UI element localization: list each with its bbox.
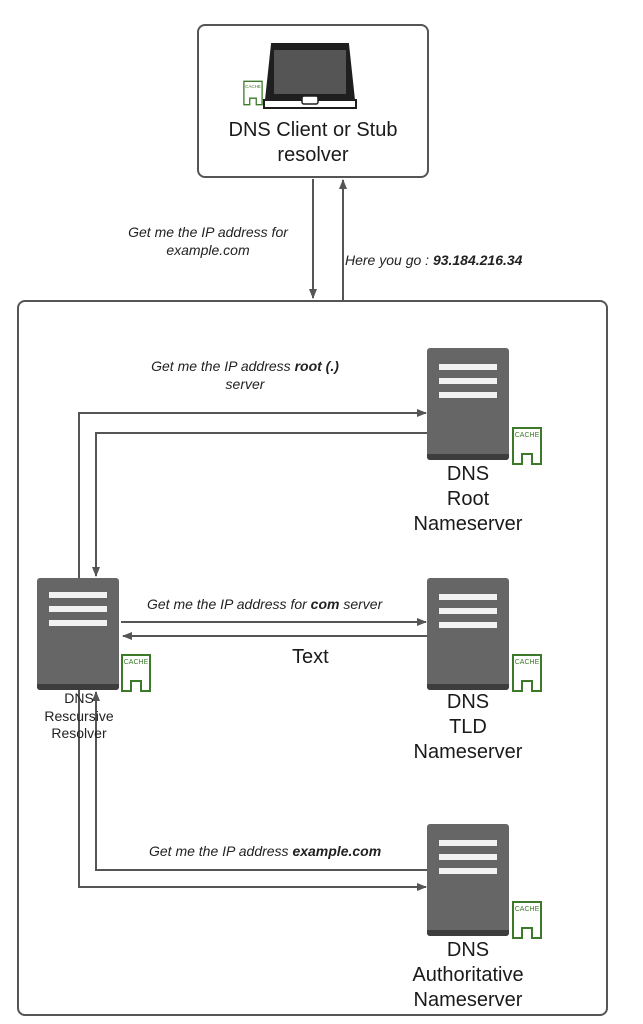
root-cache-icon: CACHE [512,427,542,465]
client-request-line1: Get me the IP address for [128,224,288,240]
root-query-text: Get me the IP address root (.) server [120,358,370,393]
root-label-line1: DNS [446,463,490,485]
tld-query-bold: com [310,596,340,612]
resolver-server-icon [37,578,119,690]
root-label-line2: Root [446,488,490,510]
tld-cache-icon: CACHE [512,654,542,692]
auth-query-text: Get me the IP address example.com [149,843,381,859]
root-query-prefix: Get me the IP address [151,358,295,374]
root-query-bold: root (.) [294,358,339,374]
root-query-arrow [78,409,427,580]
tld-label-line3: Nameserver [413,741,523,763]
tld-cache-label: CACHE [515,659,540,666]
resolver-label-line2: Rescursive [44,707,114,724]
root-cache-label: CACHE [515,432,540,439]
client-request-line2: example.com [166,241,250,258]
tld-label-line1: DNS [446,691,490,713]
root-server-icon [427,348,509,460]
tld-reply-text: Text [292,646,329,668]
auth-reply-arrow [92,691,428,871]
tld-query-suffix: server [339,596,383,612]
auth-query-arrow [78,690,427,891]
auth-server-icon [427,824,509,936]
auth-label-line3: Nameserver [413,989,523,1011]
client-request-text: Get me the IP address for example.com [110,224,306,259]
root-label-line3: Nameserver [413,513,523,535]
laptop-icon [263,43,357,109]
root-server-label: DNS Root Nameserver [388,462,548,537]
resolver-label-line3: Resolver [51,725,107,741]
tld-server-icon [427,578,509,690]
client-cache-label: CACHE [245,84,261,89]
client-response-text: Here you go : 93.184.216.34 [345,252,522,268]
tld-query-text: Get me the IP address for com server [147,596,382,612]
tld-server-label: DNS TLD Nameserver [388,690,548,765]
resolver-cache-icon: CACHE [121,654,151,692]
client-title-line1: DNS Client or Stub [228,119,398,141]
auth-label-line2: Authoritative [412,964,524,986]
root-reply-arrow [92,432,428,577]
client-title-line2: resolver [277,144,349,166]
resolver-label: DNS Rescursive Resolver [20,690,138,743]
auth-cache-icon: CACHE [512,901,542,939]
client-response-ip: 93.184.216.34 [432,252,523,268]
tld-label-line2: TLD [449,716,487,738]
client-response-prefix: Here you go : [345,252,433,268]
auth-cache-label: CACHE [515,906,540,913]
resolver-cache-label: CACHE [124,659,149,666]
resolver-label-line1: DNS [64,690,94,706]
auth-query-bold: example.com [292,843,382,859]
auth-label-line1: DNS [446,939,490,961]
tld-query-prefix: Get me the IP address for [147,596,311,612]
root-query-line2: server [225,375,265,392]
client-cache-icon: CACHE [243,80,263,106]
auth-server-label: DNS Authoritative Nameserver [378,938,558,1013]
auth-query-prefix: Get me the IP address [149,843,293,859]
client-title: DNS Client or Stub resolver [197,118,429,168]
